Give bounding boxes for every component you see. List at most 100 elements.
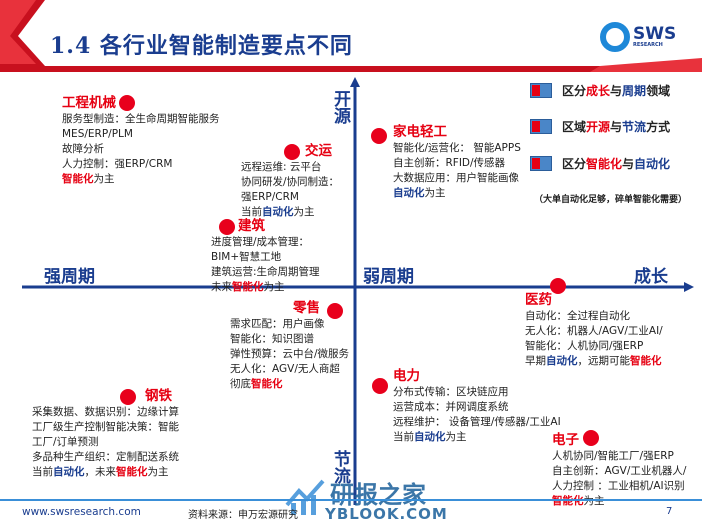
sector-text: ，远期可能 <box>577 355 631 367</box>
sector-text: 进度管理/成本管理： <box>211 236 310 248</box>
sector-name: 医药 <box>525 292 552 308</box>
sector-text: 为主 <box>424 187 446 199</box>
sector-marker-dot <box>371 128 387 144</box>
sector-line: 人力控制 ：工业相机/AI识别 <box>552 479 686 494</box>
legend-text: 智能化 <box>586 157 623 171</box>
sector-name: 钢铁 <box>145 388 172 404</box>
sector-text: 彻底 <box>230 378 251 390</box>
website-link[interactable]: www.swsresearch.com <box>22 506 141 518</box>
sector-line: 建筑运营:生命周期管理 <box>211 265 320 280</box>
sector-text: 无人化：AGV/无人商超 <box>230 363 340 375</box>
sector-line: 彻底智能化 <box>230 377 349 392</box>
legend-text: 与 <box>610 84 623 98</box>
sector-text: 当前 <box>241 206 262 218</box>
sector-line: 工厂/订单预测 <box>32 435 179 450</box>
sector-text: BIM+智慧工地 <box>211 251 282 263</box>
legend-swatch-icon <box>530 83 552 98</box>
sector-line: 进度管理/成本管理： <box>211 235 320 250</box>
source-note: 资料来源：申万宏源研究 <box>188 510 298 521</box>
sector-text: 为主 <box>583 495 605 507</box>
sector-text: 需求匹配：用户画像 <box>230 318 325 330</box>
sector-line: 远程维护： 设备管理/传感器/工业AI <box>393 415 561 430</box>
sector-line: 当前自动化为主 <box>241 205 339 220</box>
logo-subtext: RESEARCH <box>633 41 663 48</box>
sector-text: 智能化：知识图谱 <box>230 333 314 345</box>
sector-text: 自主创新：AGV/工业机器人/ <box>552 465 687 477</box>
sector-yiyao: 医药自动化：全过程自动化无人化：机器人/AGV/工业AI/智能化：人机协同/强E… <box>525 292 663 369</box>
legend-text: 方式 <box>646 120 671 134</box>
sector-text: 建筑运营:生命周期管理 <box>211 266 320 278</box>
page-number: 7 <box>666 506 673 517</box>
sector-line: 工厂级生产控制智能决策：智能 <box>32 420 179 435</box>
sector-text: ，未来 <box>84 466 117 478</box>
legend-item: 区分成长与周期领域 <box>530 82 670 99</box>
legend-text: 与 <box>622 157 635 171</box>
watermark-text: 研报之家 <box>330 481 426 509</box>
sector-text: 无人化：机器人/AGV/工业AI/ <box>525 325 663 337</box>
sector-marker-dot <box>119 95 135 111</box>
sector-text: 为主 <box>263 281 285 293</box>
sector-line: MES/ERP/PLM <box>62 127 220 142</box>
legend-note: （大单自动化足够，碎单智能化需要） <box>534 195 688 205</box>
sector-gangtie: 钢铁采集数据、数据识别：边缘计算工厂级生产控制智能决策：智能工厂/订单预测多品种… <box>32 388 179 480</box>
legend-label: 区域开源与节流方式 <box>562 118 670 135</box>
sector-line: 服务型制造：全生命周期智能服务 <box>62 112 220 127</box>
sector-text: 工厂/订单预测 <box>32 436 99 448</box>
sector-text: 多品种生产组织：定制配送系统 <box>32 451 179 463</box>
axis-label-top: 开源 <box>330 90 350 124</box>
sector-name: 工程机械 <box>62 95 116 111</box>
sector-lingshou: 零售需求匹配：用户画像智能化：知识图谱弹性预算：云中台/微服务无人化：AGV/无… <box>230 300 349 392</box>
sector-text: 运营成本：并网调度系统 <box>393 401 509 413</box>
sector-text: 分布式传输：区块链应用 <box>393 386 509 398</box>
sector-dianli: 电力分布式传输：区块链应用运营成本：并网调度系统远程维护： 设备管理/传感器/工… <box>393 368 561 445</box>
sector-gongchengjixie: 工程机械服务型制造：全生命周期智能服务 MES/ERP/PLM 故障分析人力控制：强… <box>62 95 220 187</box>
sector-line: 自主创新：RFID/传感器 <box>393 156 521 171</box>
logo-text: SWS <box>633 23 677 44</box>
legend-text: 与 <box>610 120 623 134</box>
sector-line: 智能化为主 <box>62 172 220 187</box>
sector-line: 强ERP/CRM <box>241 190 339 205</box>
sector-text: 自动化：全过程自动化 <box>525 310 630 322</box>
watermark-url: YBLOOK.COM <box>325 505 448 523</box>
sector-line: 人机协同/智能工厂/强ERP <box>552 449 686 464</box>
sector-text: 人力控制：强ERP/CRM <box>62 158 173 170</box>
legend-text: 区分 <box>562 84 587 98</box>
sector-text: 智能化/运营化： 智能APPS <box>393 142 521 154</box>
sector-text: 远程维护： 设备管理/传感器/工业AI <box>393 416 561 428</box>
legend-text: 周期 <box>622 84 647 98</box>
sector-line: 智能化/运营化： 智能APPS <box>393 141 521 156</box>
sector-line: 采集数据、数据识别：边缘计算 <box>32 405 179 420</box>
sector-text: 服务型制造：全生命周期智能服务 <box>62 113 220 125</box>
sector-line: 无人化：AGV/无人商超 <box>230 362 349 377</box>
sector-text: 智能化 <box>251 378 283 390</box>
legend-item: 区分智能化与自动化 <box>530 155 670 172</box>
sector-text: 智能化 <box>232 281 264 293</box>
axis-label-center: 弱周期 <box>363 267 414 287</box>
legend-text: 节流 <box>622 120 647 134</box>
sector-marker-dot <box>372 378 388 394</box>
sector-marker-dot <box>327 303 343 319</box>
sector-text: 采集数据、数据识别：边缘计算 <box>32 406 179 418</box>
sector-line: 当前自动化为主 <box>393 430 561 445</box>
sector-text: 自主创新：RFID/传感器 <box>393 157 506 169</box>
sector-text: 强ERP/CRM <box>241 191 299 203</box>
sector-line: 早期自动化，远期可能智能化 <box>525 354 663 369</box>
sector-text: MES/ERP/PLM <box>62 128 133 140</box>
sector-text: 为主 <box>93 173 115 185</box>
sector-text: 智能化 <box>116 466 148 478</box>
watermark-chart-icon <box>285 479 325 515</box>
sector-text: 自动化 <box>393 187 425 199</box>
legend-label: 区分成长与周期领域 <box>562 82 670 99</box>
sector-line: 弹性预算：云中台/微服务 <box>230 347 349 362</box>
sector-marker-dot <box>120 389 136 405</box>
sector-line: 智能化为主 <box>552 494 686 509</box>
sector-name: 零售 <box>293 300 320 316</box>
sector-text: 人力控制 ：工业相机/AI识别 <box>552 480 685 492</box>
sector-text: 智能化 <box>62 173 94 185</box>
sector-name: 电子 <box>552 432 579 448</box>
sector-text: 故障分析 <box>62 143 104 155</box>
